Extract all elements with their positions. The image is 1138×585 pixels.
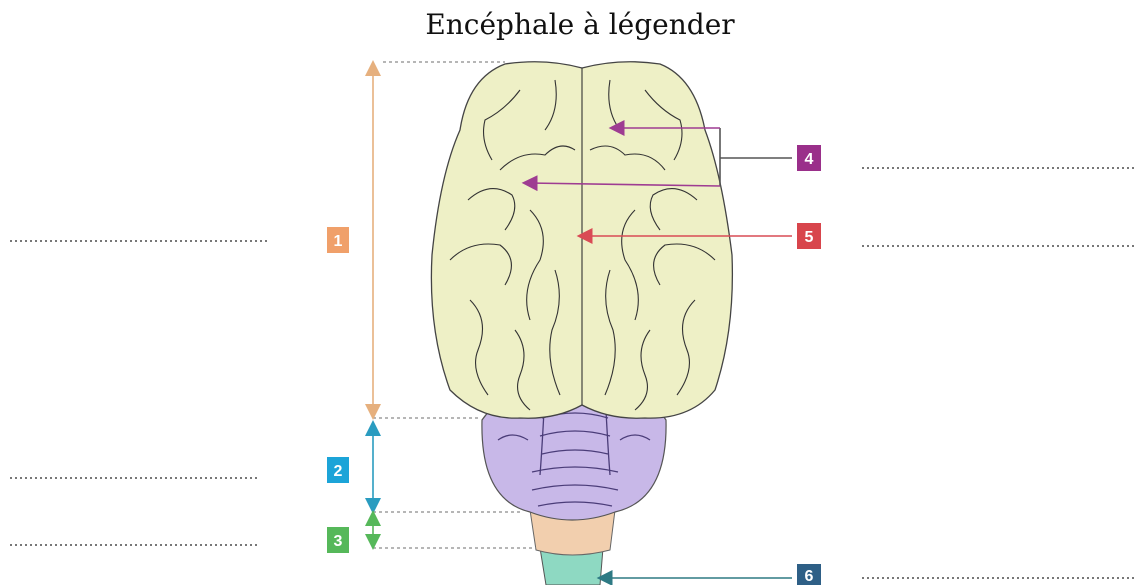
svg-text:1: 1 <box>334 233 343 250</box>
label-box-2: 2 <box>327 457 349 483</box>
label-box-5: 5 <box>797 223 821 249</box>
label-box-3: 3 <box>327 527 349 553</box>
svg-text:5: 5 <box>805 229 814 246</box>
svg-text:2: 2 <box>334 463 343 480</box>
svg-text:6: 6 <box>805 568 814 585</box>
label-box-6: 6 <box>797 564 821 585</box>
svg-text:4: 4 <box>805 151 814 168</box>
label-box-4: 4 <box>797 145 821 171</box>
label-box-1: 1 <box>327 227 349 253</box>
svg-text:3: 3 <box>334 533 343 550</box>
